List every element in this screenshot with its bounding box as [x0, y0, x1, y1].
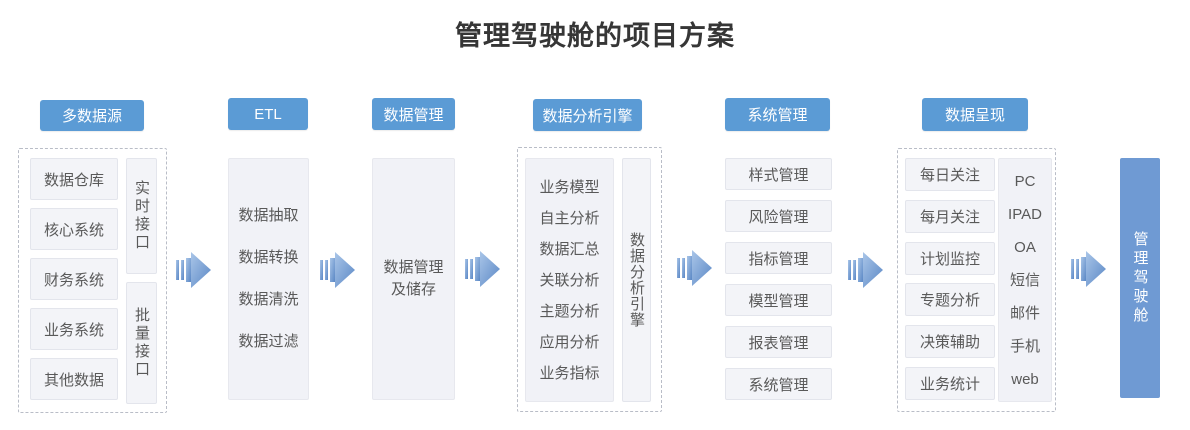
channel-item: 手机 — [1009, 337, 1040, 355]
interface-batch: 批量接口 — [126, 282, 157, 404]
analysis-item: 业务指标 — [539, 364, 600, 382]
cockpit-label: 管理驾驶舱 — [1131, 230, 1149, 326]
presentation-group — [897, 148, 1056, 412]
system-item: 系统管理 — [725, 368, 832, 400]
interface-realtime-label: 实时接口 — [133, 180, 150, 252]
presentation-item: 每月关注 — [905, 200, 995, 233]
channel-item: OA — [1014, 238, 1036, 256]
channel-item: PC — [1014, 172, 1036, 190]
data-management-line: 及储存 — [390, 281, 436, 298]
etl-step: 数据抽取 — [238, 207, 299, 224]
analysis-engine-group — [517, 147, 662, 412]
page-title: 管理驾驶舱的项目方案 — [455, 21, 735, 51]
channel-item: 邮件 — [1009, 304, 1040, 322]
etl-step: 数据转换 — [238, 249, 299, 266]
cockpit-box: 管理驾驶舱 — [1120, 158, 1160, 398]
data-management-panel: 数据管理 及储存 — [372, 158, 455, 400]
flow-arrow-icon — [176, 250, 212, 290]
etl-panel: 数据抽取 数据转换 数据清洗 数据过滤 — [228, 158, 309, 400]
flow-arrow-icon — [677, 248, 713, 288]
channel-item: web — [1011, 370, 1039, 388]
header-system-management: 系统管理 — [725, 98, 830, 131]
channel-panel: PC IPAD OA 短信 邮件 手机 web — [998, 158, 1052, 402]
header-data-management: 数据管理 — [372, 98, 455, 130]
analysis-item: 关联分析 — [539, 271, 600, 289]
source-item: 业务系统 — [30, 308, 118, 350]
etl-step: 数据过滤 — [238, 333, 299, 350]
channel-item: 短信 — [1009, 271, 1040, 289]
system-item: 风险管理 — [725, 200, 832, 232]
etl-step: 数据清洗 — [238, 291, 299, 308]
header-data-sources: 多数据源 — [40, 100, 144, 131]
system-item: 模型管理 — [725, 284, 832, 316]
analysis-item: 主题分析 — [539, 302, 600, 320]
analysis-item: 自主分析 — [539, 209, 600, 227]
source-item: 数据仓库 — [30, 158, 118, 200]
system-item: 指标管理 — [725, 242, 832, 274]
data-management-line: 数据管理 — [383, 259, 444, 276]
interface-realtime: 实时接口 — [126, 158, 157, 274]
flow-arrow-icon — [320, 250, 356, 290]
presentation-item: 每日关注 — [905, 158, 995, 191]
flow-arrow-icon — [1071, 249, 1107, 289]
system-item: 报表管理 — [725, 326, 832, 358]
system-item: 样式管理 — [725, 158, 832, 190]
header-etl: ETL — [228, 98, 308, 130]
header-analysis-engine: 数据分析引擎 — [533, 99, 642, 131]
channel-item: IPAD — [1008, 205, 1042, 223]
analysis-engine-sidebar: 数据分析引擎 — [622, 158, 651, 402]
analysis-panel: 业务模型 自主分析 数据汇总 关联分析 主题分析 应用分析 业务指标 — [525, 158, 614, 402]
presentation-item: 计划监控 — [905, 242, 995, 275]
analysis-engine-sidebar-label: 数据分析引擎 — [628, 232, 645, 328]
source-item: 财务系统 — [30, 258, 118, 300]
interface-batch-label: 批量接口 — [133, 307, 150, 379]
source-item: 其他数据 — [30, 358, 118, 400]
presentation-item: 专题分析 — [905, 283, 995, 316]
flow-arrow-icon — [465, 249, 501, 289]
data-sources-group — [18, 148, 167, 413]
analysis-item: 业务模型 — [539, 178, 600, 196]
header-presentation: 数据呈现 — [922, 98, 1028, 131]
analysis-item: 数据汇总 — [539, 240, 600, 258]
analysis-item: 应用分析 — [539, 333, 600, 351]
flow-arrow-icon — [848, 250, 884, 290]
source-item: 核心系统 — [30, 208, 118, 250]
presentation-item: 业务统计 — [905, 367, 995, 400]
presentation-item: 决策辅助 — [905, 325, 995, 358]
